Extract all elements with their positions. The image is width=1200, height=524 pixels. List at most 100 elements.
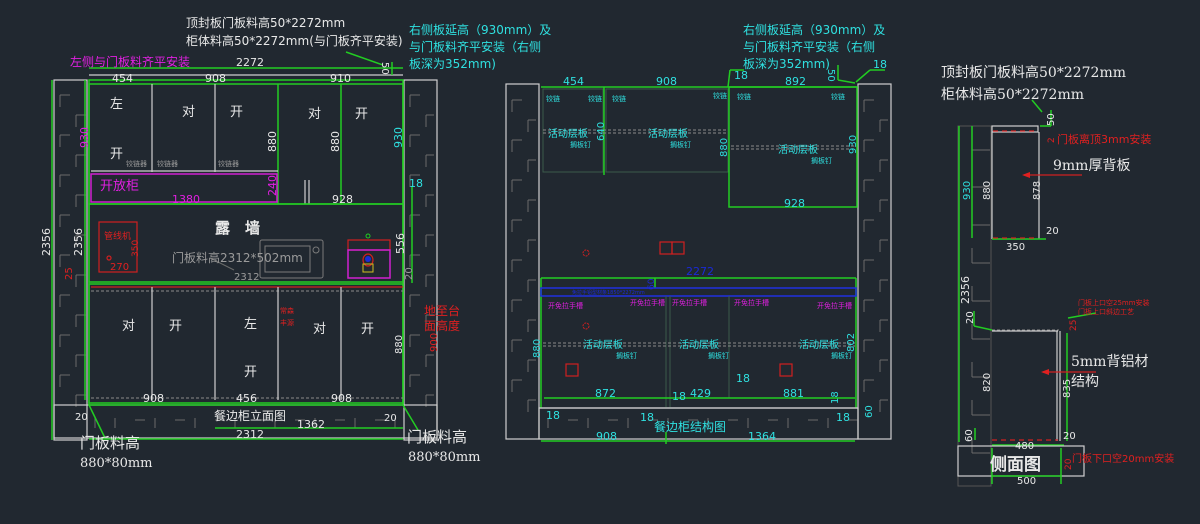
side-dim-w350: 350 [1006,242,1025,253]
lower-door-label: 开 [361,322,374,337]
struct-dim-u-w3: 892 [785,75,806,88]
structure-right-note-1: 右侧板延高（930mm）及 [743,22,885,37]
hinge-small-label: 铰链 [831,92,845,101]
shelf-label: 活动层板 [799,338,839,351]
hinge-small-label: 铰链 [546,94,560,103]
struct-dim-l-h2: 802 [846,333,857,352]
dim-upper-right-w: 928 [332,193,353,206]
dim-lower-w3: 908 [331,392,352,405]
door-gap-top-note: 门板离顶3mm安装 [1057,132,1151,146]
struct-dim-u-w1: 454 [563,75,584,88]
lower-door-label: 开 [244,365,257,380]
struct-dim-u-18: 18 [734,69,748,82]
struct-dim-u-w4: 928 [784,197,805,210]
shelf-sub-label: 搁板钉 [831,351,852,360]
side-dim-20a: 20 [1046,226,1059,237]
hinge-small-label: 铰链 [737,92,751,101]
struct-dim-l-w3: 881 [783,387,804,400]
struct-dim-l-18e: 18 [640,411,654,424]
rice-cooker-icon [347,233,391,279]
hinge-small-label: 铰链 [588,94,602,103]
open-cabinet-label: 开放柜 [100,179,139,194]
left-brick-wall [53,79,88,441]
upper-door-label: 左 [110,97,123,112]
side-dim-20c: 20 [1063,431,1076,442]
counter-note-2: 面高度 [424,318,460,333]
handle-label: 开免拉手槽 [734,298,769,307]
router-width: 270 [110,262,129,273]
wall-label: 露 墙 [215,219,260,237]
lower-door-label: 左 [244,317,257,332]
struct-dim-u-18b: 18 [873,58,887,71]
shelf-label: 活动层板 [778,143,818,156]
side-title: 侧面图 [990,454,1041,475]
struct-dim-mid-total: 2272 [686,265,714,278]
dim-upper-w3: 910 [330,72,351,85]
socket-icon [659,241,685,255]
top-rail-note: 免拉手铝型材条1850*2272mm [572,289,645,296]
dim-wall-h: 556 [394,233,407,254]
side-note-top-2: 柜体料高50*2272mm [941,86,1084,103]
handle-label: 开免拉手槽 [630,298,665,307]
socket-icon [779,363,793,377]
struct-dim-l-18b: 18 [672,390,686,403]
dim-lower-w2: 456 [236,392,257,405]
shelf-label: 活动层板 [548,127,588,140]
side-dim-w480: 480 [1015,441,1034,452]
door-note-1: 门板上口空25mm安装 [1078,298,1150,307]
side-dim-h878: 878 [1032,181,1043,200]
dim-total-h-inner: 2356 [72,228,85,256]
struct-dim-l-18f: 18 [836,411,850,424]
struct-dim-mid-60: 60 [647,278,657,290]
struct-dim-u-50: 50 [825,69,836,82]
side-view: 顶封板门板料高50*2272mm 柜体料高50*2272mm [941,64,1174,487]
elevation-top-note-1: 顶封板门板料高50*2272mm [186,15,345,30]
upper-door-label: 开 [355,107,368,122]
structure-right-wall [857,83,892,440]
side-dim-h880: 880 [982,181,993,200]
struct-dim-b-w1: 908 [596,430,617,443]
dim-lower-w1: 908 [143,392,164,405]
dim-left-height: 930 [78,127,91,148]
struct-dim-l-w2: 429 [690,387,711,400]
struct-dim-l-18c: 18 [830,391,841,404]
dim-left-25: 25 [64,267,75,280]
side-dim-w500: 500 [1017,476,1036,487]
dim-open-cab-h: 240 [266,175,279,196]
struct-dim-l-h: 880 [532,339,543,358]
dim-side-18: 18 [409,177,423,190]
hinge-label: 铰链器 [157,159,178,168]
upper-door-label: 开 [230,105,243,120]
upper-door-label: 对 [308,107,321,122]
door-note-right-1: 门板料高 [407,428,467,446]
lower-door-label: 对 [313,322,326,337]
elevation-title: 餐边柜立面图 [214,408,286,423]
dim-door-h1: 880 [266,131,279,152]
dim-right-height: 930 [392,127,405,148]
hinge-small-label: 铰链 [713,91,727,100]
side-dim-h835: 835 [1062,379,1073,398]
hinge-label: 铰链器 [126,159,147,168]
side-dim-25: 25 [1069,320,1079,331]
door-note-2: 门板上口斜边工艺 [1078,307,1134,316]
lower-small-note-2: 丰源 [280,318,294,327]
dim-lower-h: 880 [394,335,405,354]
struct-dim-l-18a: 18 [736,372,750,385]
shelf-sub-label: 搁板钉 [616,351,637,360]
dim-bottom-right: 1362 [297,418,325,431]
struct-dim-u-w2: 908 [656,75,677,88]
side-dim-total: 2356 [959,276,972,304]
struct-dim-u-h2: 880 [719,138,730,157]
struct-dim-b-w2: 1364 [748,430,776,443]
side-dim-2: 2 [1047,137,1057,143]
router-height: 350 [131,240,141,257]
door-bottom-note: 门板下口空20mm安装 [1072,452,1174,465]
aluminium-note-2: 结构 [1071,374,1099,390]
upper-door-label: 开 [110,147,123,162]
side-dim-h820: 820 [982,373,993,392]
structure-left-wall [505,83,540,440]
side-note-top-1: 顶封板门板料高50*2272mm [941,64,1126,81]
dim-right-20-mid: 20 [404,267,415,280]
dim-open-cab-w: 1380 [172,193,200,206]
dim-top-seal: 50 [379,62,390,75]
